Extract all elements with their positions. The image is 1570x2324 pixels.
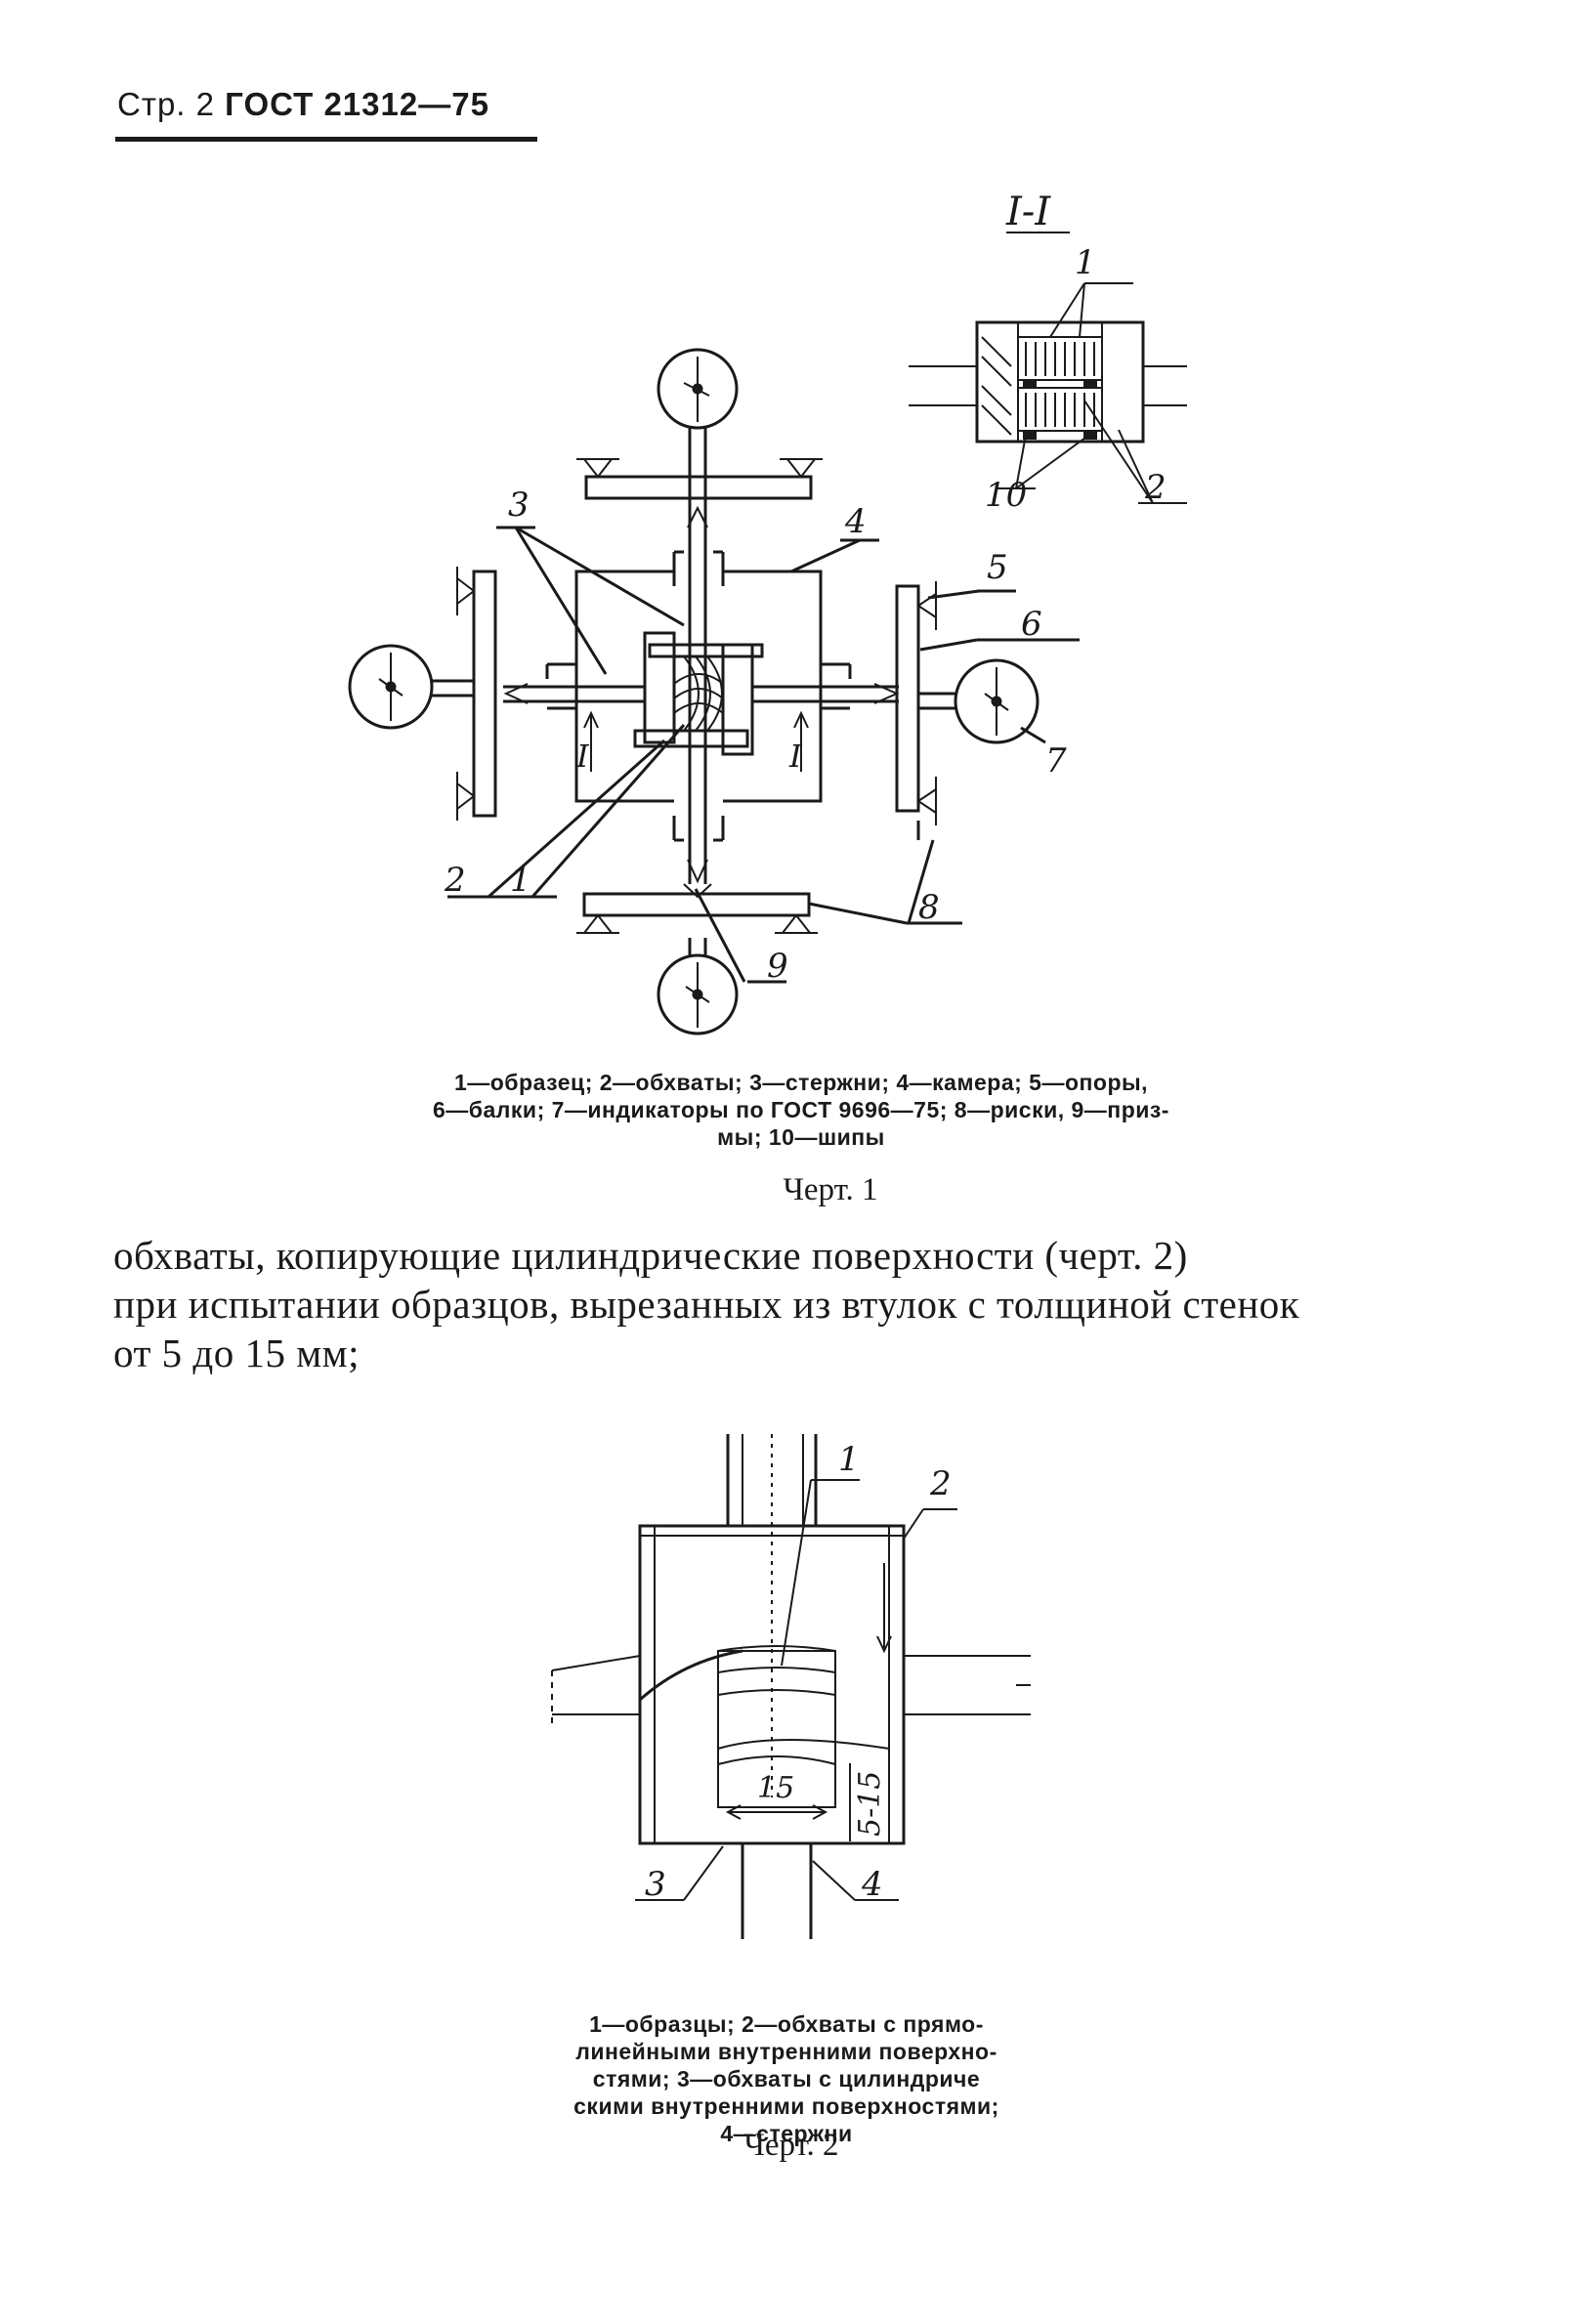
label-6: 6 (1021, 605, 1042, 644)
beam-left (472, 570, 497, 818)
label-1-section: 1 (1075, 243, 1096, 282)
label-8: 8 (918, 888, 940, 927)
label-3: 3 (645, 1865, 666, 1904)
section-label: I-I (1005, 190, 1051, 234)
label-2: 2 (929, 1464, 952, 1503)
indicator-bottom (657, 938, 739, 1035)
caption-line: 1—образцы; 2—обхваты с прямо- (589, 2011, 984, 2037)
beam-top (584, 475, 813, 500)
body-line: обхваты, копирующие цилиндрические повер… (113, 1233, 1188, 1278)
label-3: 3 (508, 486, 530, 525)
leader-lines (447, 526, 1080, 984)
figure-1-title: Черт. 1 (783, 1172, 878, 1207)
page-number: Стр. 2 (117, 86, 215, 122)
body-line: при испытании образцов, вырезанных из вт… (113, 1282, 1300, 1327)
label-2-section: 2 (1144, 468, 1167, 507)
figure-1-caption: 1—образец; 2—обхваты; 3—стержни; 4—камер… (313, 1069, 1290, 1151)
indicator-left (348, 644, 474, 730)
page-header: Стр. 2 ГОСТ 21312—75 (117, 86, 489, 123)
dim-height: 5-15 (853, 1771, 887, 1837)
label-1: 1 (510, 861, 531, 900)
specimen-assembly (633, 631, 764, 756)
dim-width: 15 (757, 1771, 794, 1805)
label-4: 4 (861, 1865, 883, 1904)
caption-line: стями; 3—обхваты с цилиндриче (592, 2066, 981, 2092)
figure-2-caption: 1—образцы; 2—обхваты с прямо- линейными … (508, 2010, 1065, 2147)
section-mark-right: I (788, 738, 803, 775)
caption-line: линейными внутренними поверхно- (575, 2039, 997, 2064)
figure-1-drawing: I-I (348, 190, 1187, 1035)
indicator-right (918, 658, 1040, 744)
label-7: 7 (1045, 741, 1067, 781)
label-2: 2 (444, 861, 466, 900)
label-10: 10 (985, 476, 1027, 515)
figure-2-title: Черт. 2 (743, 2128, 839, 2163)
caption-line: 6—балки; 7—индикаторы по ГОСТ 9696—75; 8… (433, 1097, 1169, 1122)
caption-line: 4—стержни (720, 2121, 853, 2146)
label-9: 9 (767, 947, 788, 986)
label-5: 5 (987, 548, 1008, 587)
standard-number: ГОСТ 21312—75 (225, 86, 489, 122)
indicator-top (657, 348, 739, 447)
caption-line: мы; 10—шипы (717, 1124, 885, 1150)
specimen-arc (639, 1649, 743, 1702)
label-1: 1 (838, 1440, 860, 1479)
figure-2-drawing: 15 5-15 1 2 3 4 (551, 1434, 1031, 1939)
support-top-right (786, 458, 816, 479)
caption-line: скими внутренними поверхностями; (573, 2093, 999, 2119)
clamp-body (638, 1524, 906, 1845)
support-top-left (583, 458, 613, 479)
body-line: от 5 до 15 мм; (113, 1331, 361, 1375)
caption-line: 1—образец; 2—обхваты; 3—стержни; 4—камер… (453, 1070, 1149, 1095)
header-rule (115, 137, 537, 142)
label-4: 4 (844, 502, 867, 541)
section-mark-left: I (575, 738, 590, 775)
section-detail (909, 282, 1187, 504)
beam-right (895, 584, 920, 813)
body-paragraph: обхваты, копирующие цилиндрические повер… (113, 1231, 1481, 1377)
